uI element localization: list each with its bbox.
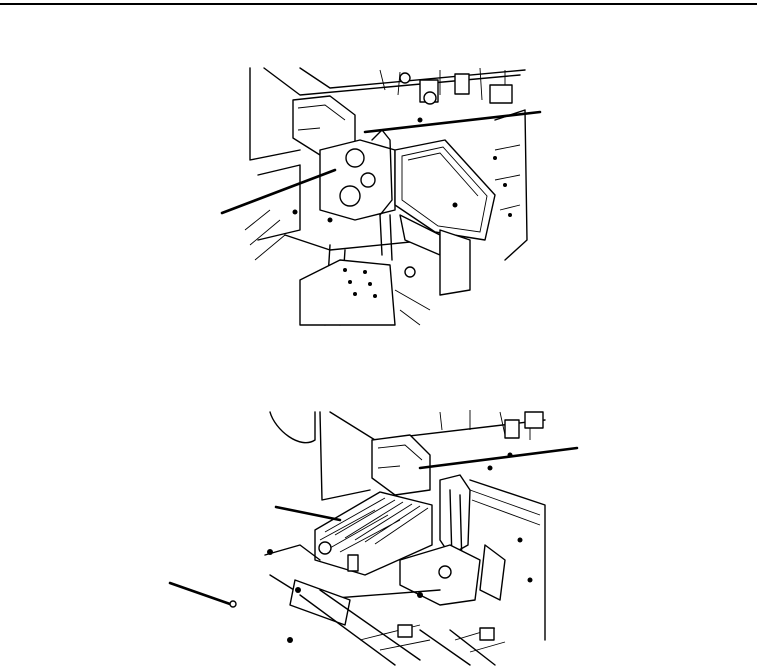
screw-fastener [229,600,237,608]
lower-illustration [168,410,579,666]
lower-leader-line-2 [274,505,342,522]
upper-leader-line-2 [220,168,337,215]
lower-leader-line-1 [418,446,579,470]
upper-illustration [220,67,542,326]
lower-leader-line-3 [168,581,232,606]
upper-leader-line-1 [363,110,542,134]
header-rule [0,3,757,5]
